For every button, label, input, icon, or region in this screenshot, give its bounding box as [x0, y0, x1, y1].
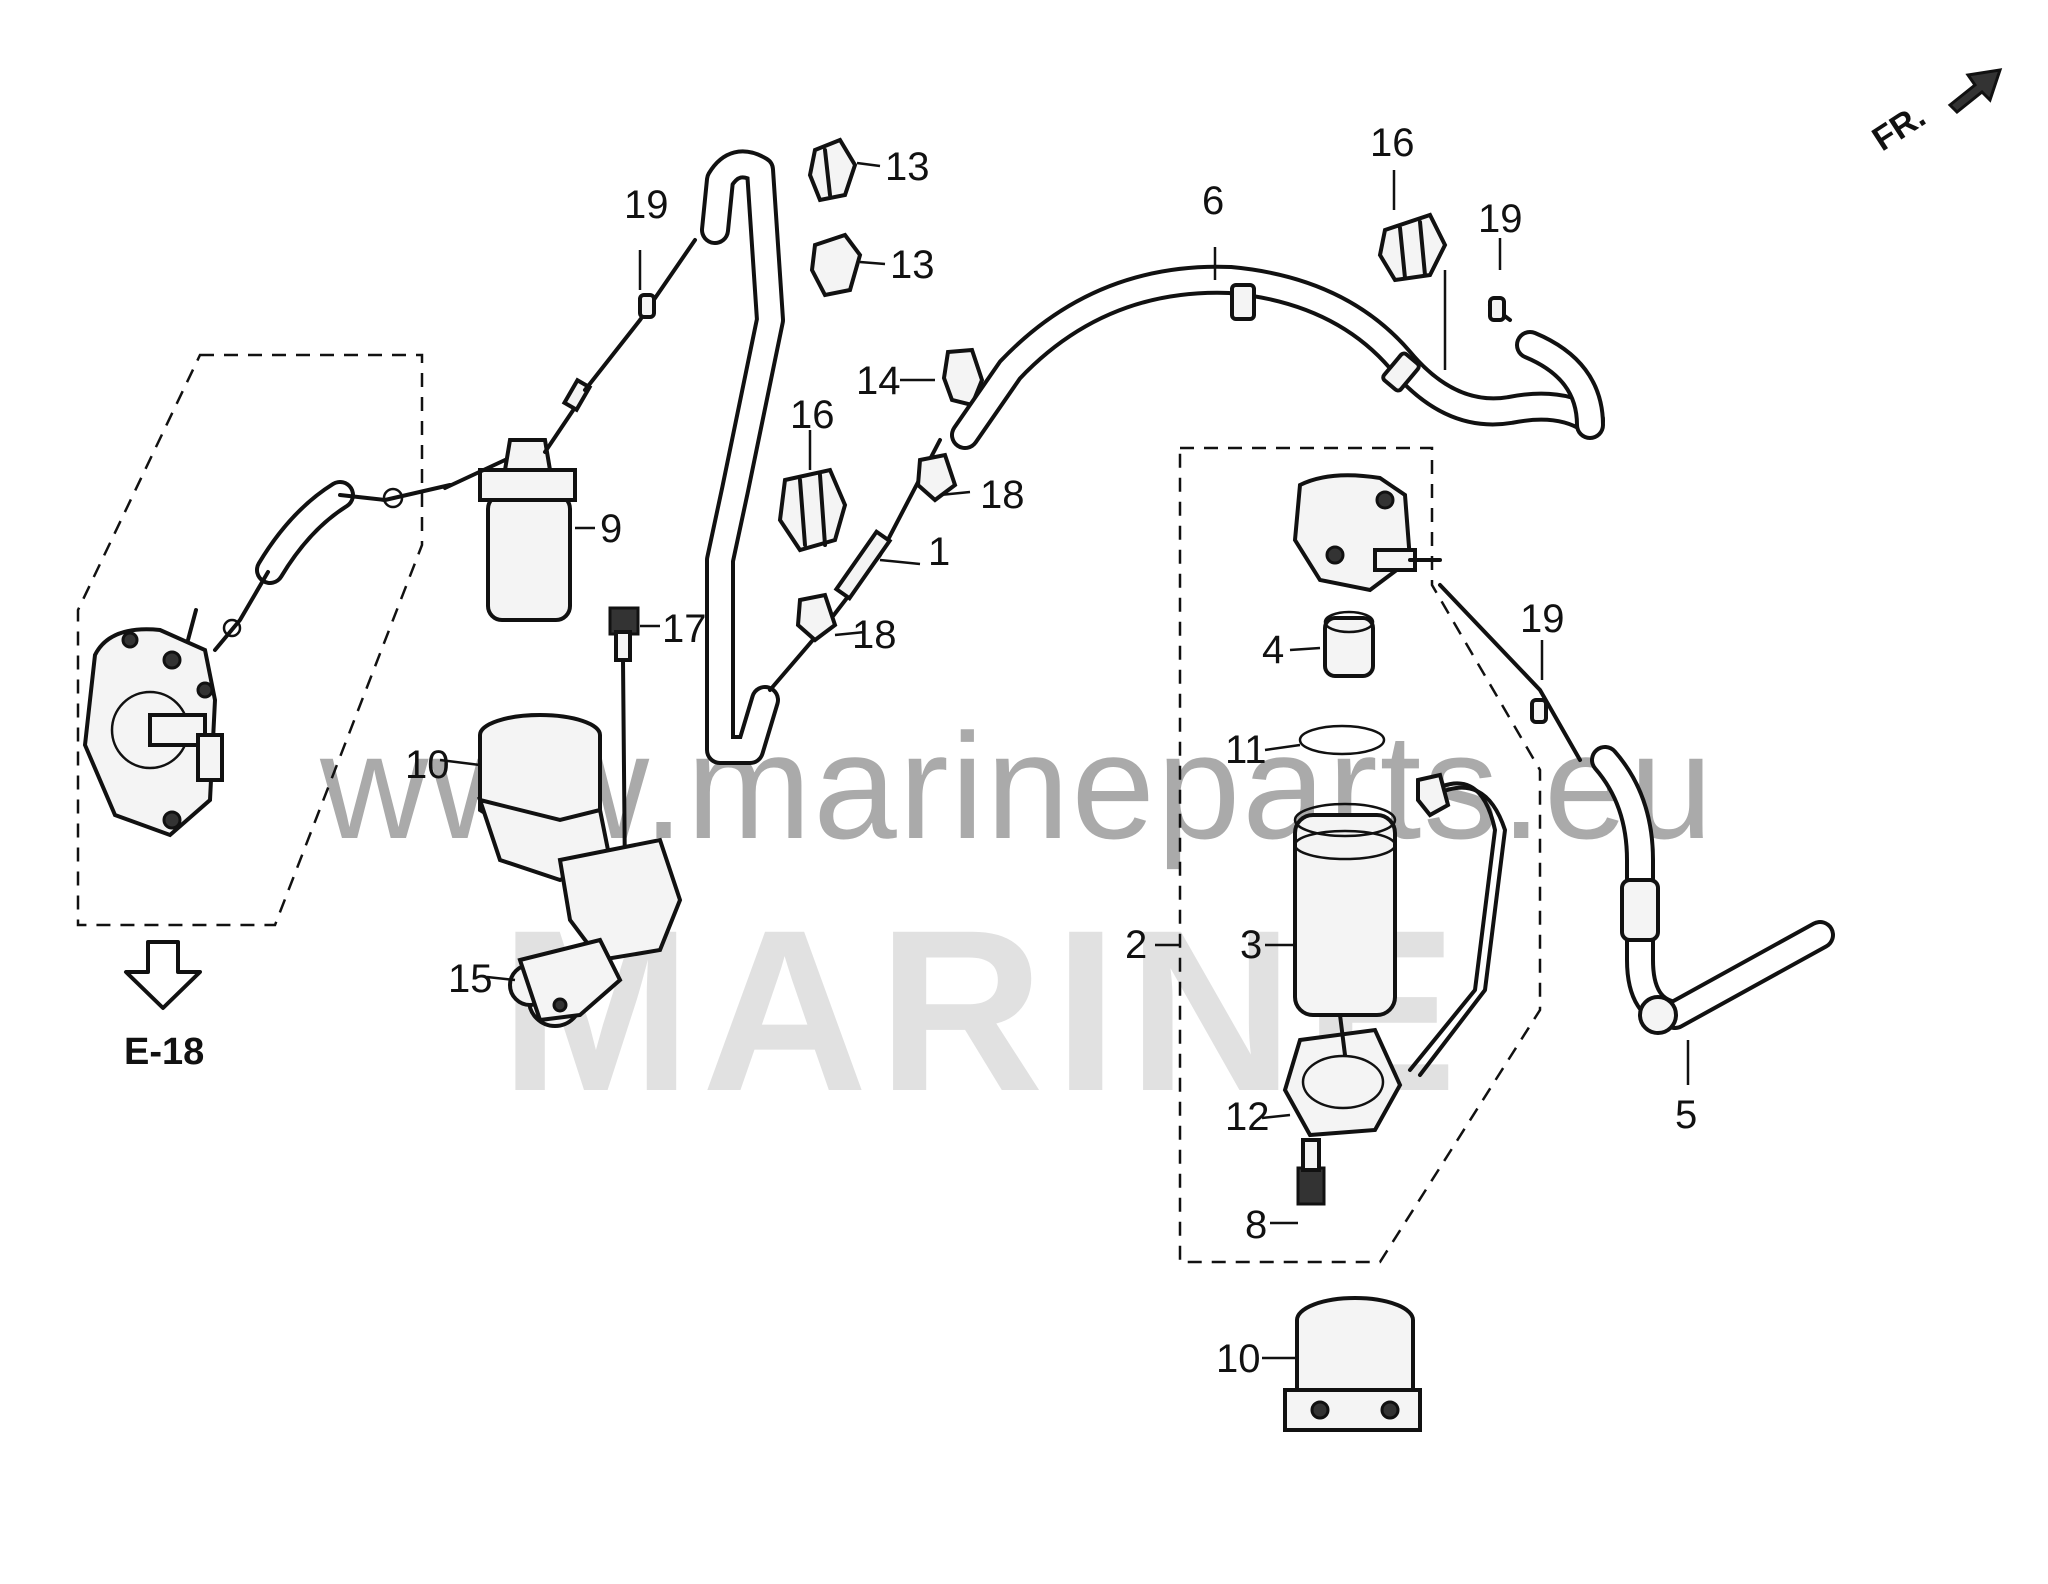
- callout-10-left: 10: [405, 743, 450, 787]
- callout-13-lower: 13: [890, 243, 935, 287]
- filter-mount-lower: [1283, 1296, 1422, 1432]
- drain-bolt: [1296, 1138, 1326, 1206]
- callout-16-left: 16: [790, 393, 835, 437]
- section-ref-label: E-18: [124, 1031, 204, 1073]
- callout-11: 11: [1225, 728, 1267, 772]
- filter-mount-bracket: [476, 713, 683, 1028]
- fuel-pump: [82, 608, 224, 838]
- strainer-outlet-line: [583, 238, 697, 392]
- callout-6: 6: [1202, 179, 1224, 223]
- callout-19-left: 19: [624, 183, 669, 227]
- callout-13-upper: 13: [885, 145, 930, 189]
- o-ring: [1298, 724, 1386, 756]
- return-hose: [1488, 296, 1605, 440]
- down-arrow-icon: [124, 940, 202, 1010]
- pump-inlet-hose: [213, 480, 452, 652]
- filter-element: [1323, 610, 1375, 678]
- vertical-fuel-hose: [700, 149, 785, 765]
- callout-2: 2: [1125, 923, 1147, 967]
- hose-clips: [777, 137, 1448, 553]
- callout-16-right: 16: [1370, 121, 1415, 165]
- section-reference: E-18: [124, 940, 204, 1073]
- fuel-strainer: [443, 377, 593, 622]
- fuel-pump-group-outline: [76, 353, 424, 927]
- filter-bowl: [1293, 802, 1397, 1017]
- separator-head: [1292, 473, 1442, 593]
- callout-19-right: 19: [1520, 597, 1565, 641]
- callout-18-upper: 18: [980, 473, 1025, 517]
- callout-3: 3: [1240, 923, 1262, 967]
- callout-5: 5: [1675, 1093, 1697, 1137]
- front-label: FR.: [1866, 97, 1933, 159]
- callout-10-lower: 10: [1216, 1337, 1261, 1381]
- callout-8: 8: [1245, 1203, 1267, 1247]
- callout-19-top-right: 19: [1478, 197, 1523, 241]
- fuel-hose-5: [1438, 583, 1835, 1035]
- callout-1: 1: [928, 530, 950, 574]
- fuel-hose-6: [950, 264, 1605, 450]
- callout-15: 15: [448, 957, 493, 1001]
- leader-lines: [439, 161, 1690, 1360]
- callout-9: 9: [600, 507, 622, 551]
- part-callouts: 1 2 3 4 5 6 8 9 10 10 11 12 13 13 14 15 …: [405, 121, 1697, 1381]
- front-arrow-icon: [1947, 68, 2003, 115]
- callout-4: 4: [1262, 628, 1284, 672]
- callout-17: 17: [662, 607, 707, 651]
- water-separator-group-outline: [1178, 446, 1542, 1264]
- bolt-17: [608, 606, 640, 882]
- front-direction-indicator: FR.: [1866, 68, 2003, 159]
- ring-nut: [1282, 1013, 1403, 1138]
- callout-14: 14: [856, 359, 901, 403]
- callout-12: 12: [1225, 1095, 1270, 1139]
- callout-18-lower: 18: [852, 613, 897, 657]
- water-sensor-wire: [1408, 772, 1507, 1077]
- fuel-pipe-joint: [768, 438, 958, 692]
- hose-clip-19a: [638, 293, 656, 319]
